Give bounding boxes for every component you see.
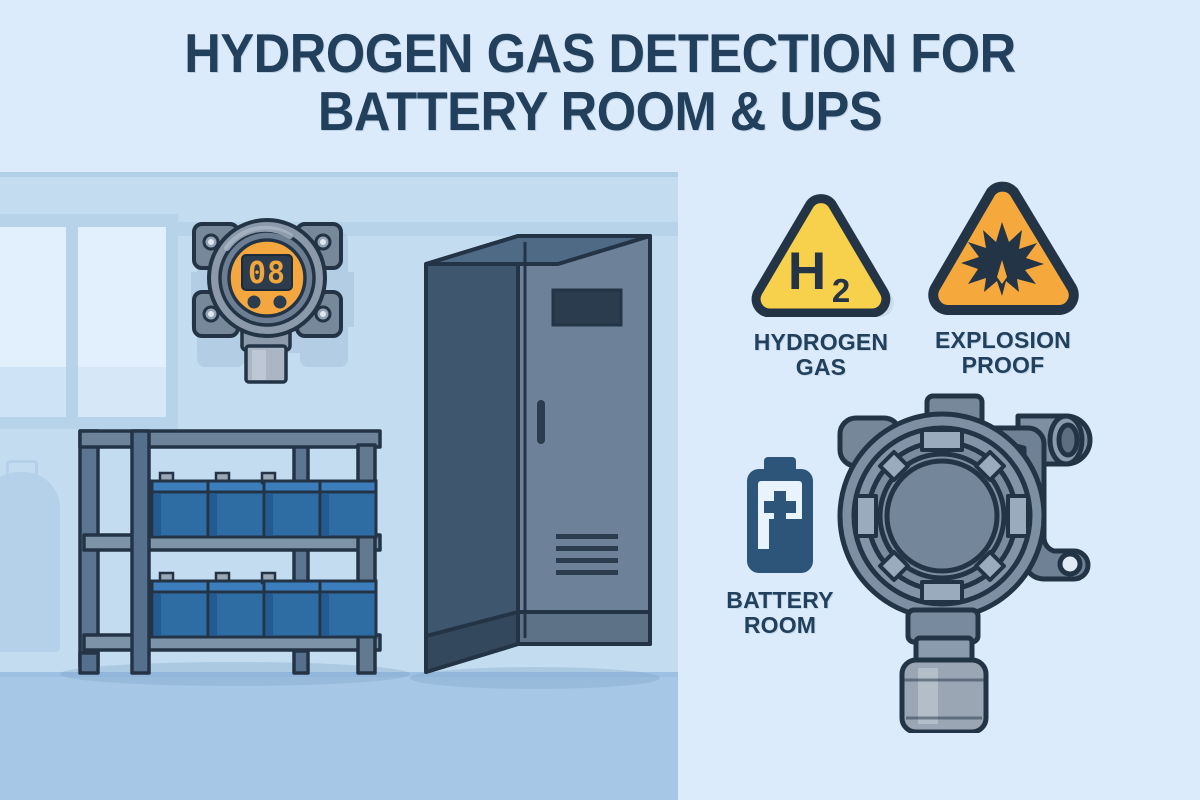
floor-edge xyxy=(0,672,678,677)
battery-cell xyxy=(260,571,322,639)
badge-explosion-caption: EXPLOSION PROOF xyxy=(918,328,1088,378)
battery-cell xyxy=(206,471,266,539)
badge-hydrogen-caption: HYDROGEN GAS xyxy=(736,330,906,380)
background-tank-handle xyxy=(6,460,38,476)
battery-cell xyxy=(206,571,266,639)
badge-battery-caption-line-1: BATTERY xyxy=(726,587,834,613)
badge-battery-room[interactable]: BATTERY ROOM xyxy=(700,455,860,638)
window-pane-right-lower xyxy=(78,367,166,417)
battery-room-scene: 08 xyxy=(0,172,678,800)
badge-explosion-caption-line-1: EXPLOSION xyxy=(935,327,1071,353)
page-title: HYDROGEN GAS DETECTION FOR BATTERY ROOM … xyxy=(0,24,1200,140)
ups-display-panel xyxy=(551,288,623,327)
battery-rack[interactable] xyxy=(66,427,411,687)
battery-cell xyxy=(318,479,378,539)
detector-button-left[interactable] xyxy=(247,295,261,309)
cabinet-shadow xyxy=(410,667,660,689)
background-tank xyxy=(0,472,60,652)
battery-row-lower xyxy=(150,571,378,639)
battery-row-upper xyxy=(150,471,378,539)
explosion-proof-gas-detector[interactable] xyxy=(822,388,1107,733)
warning-triangle-icon: H 2 xyxy=(751,194,894,318)
badge-hydrogen-caption-line-1: HYDROGEN xyxy=(753,329,889,355)
explosion-burst-icon xyxy=(961,222,1044,296)
hydrogen-subscript: 2 xyxy=(832,272,850,309)
ups-door-handle[interactable] xyxy=(537,400,545,444)
badge-hydrogen-gas[interactable]: H 2 HYDROGEN GAS xyxy=(736,192,906,380)
page-title-line-2: BATTERY ROOM & UPS xyxy=(317,80,883,142)
window-pane-left-lower xyxy=(0,367,66,417)
detector-display-value: 08 xyxy=(248,256,286,291)
battery-cell xyxy=(150,471,210,539)
battery-cell xyxy=(318,579,378,639)
explosion-triangle-icon xyxy=(928,181,1079,315)
badge-battery-caption: BATTERY ROOM xyxy=(700,588,860,638)
detector-button-right[interactable] xyxy=(273,295,287,309)
battery-cell xyxy=(260,471,322,539)
badge-hydrogen-caption-line-2: GAS xyxy=(795,354,847,380)
hydrogen-symbol: H xyxy=(788,242,826,301)
battery-cell xyxy=(150,571,210,639)
page-title-line-1: HYDROGEN GAS DETECTION FOR xyxy=(184,22,1016,84)
sensor-highlight xyxy=(918,668,938,724)
ups-cabinet[interactable] xyxy=(418,232,668,692)
badge-explosion-proof[interactable]: EXPLOSION PROOF xyxy=(918,180,1088,378)
wall-gas-detector[interactable]: 08 xyxy=(180,200,355,385)
room-floor xyxy=(0,672,678,800)
ups-vent-slats xyxy=(556,534,618,575)
rack-shadow xyxy=(60,662,410,686)
badge-battery-caption-line-2: ROOM xyxy=(743,612,817,638)
wall-top-trim xyxy=(0,172,678,177)
battery-plus-icon xyxy=(747,457,813,573)
badge-explosion-caption-line-2: PROOF xyxy=(961,352,1045,378)
